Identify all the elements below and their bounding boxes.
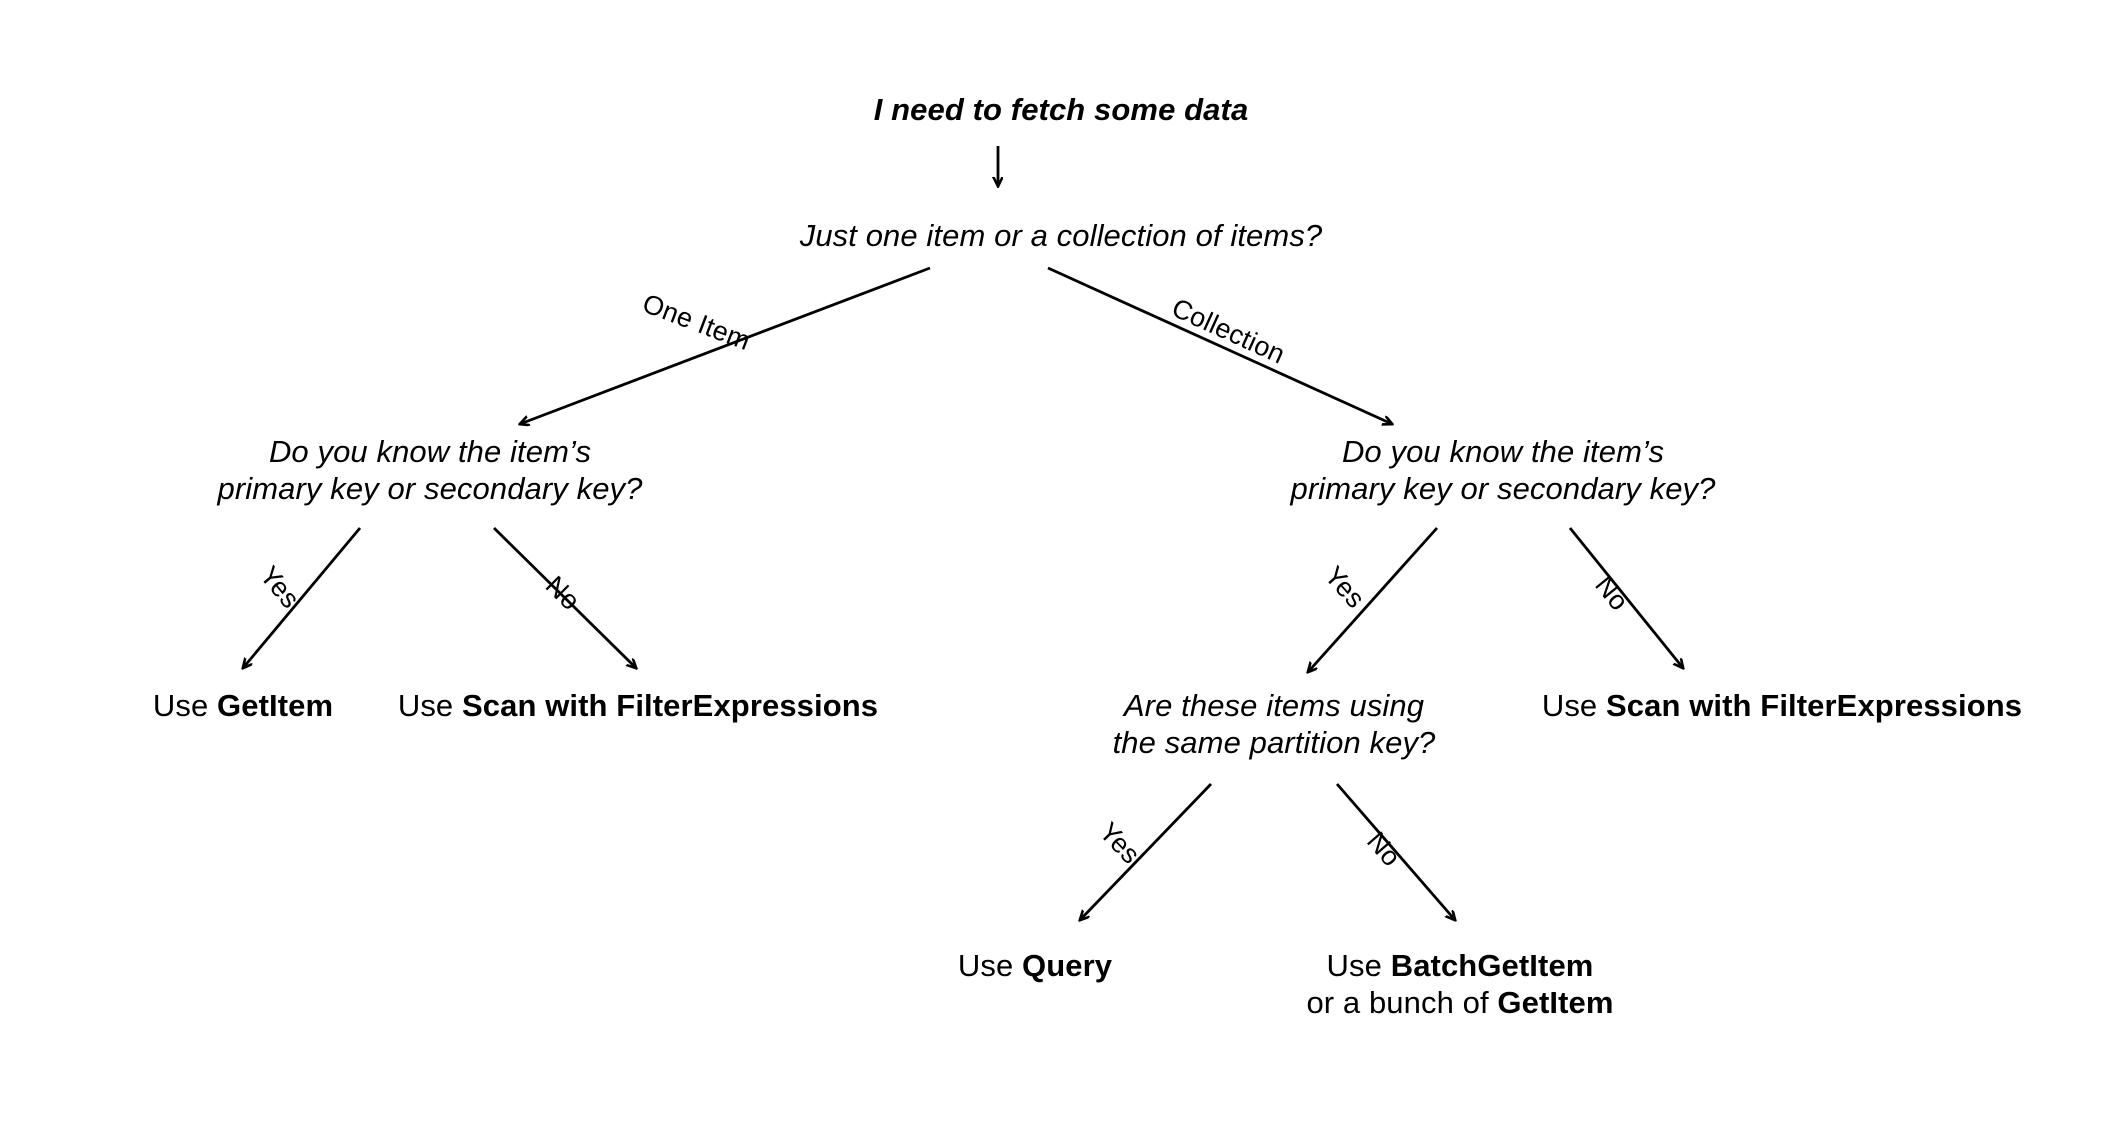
node-question-right-key-line1: Do you know the item’s — [1341, 434, 1665, 469]
node-leaf-getitem-prefix: Use — [152, 688, 218, 723]
node-question-partition-key-line2: the same partition key? — [1112, 724, 1436, 760]
node-root: I need to fetch some data — [0, 92, 2122, 129]
node-leaf-scan-right-prefix: Use — [1541, 688, 1606, 723]
node-leaf-scan-right: Use Scan with FilterExpressions — [1482, 688, 2082, 725]
edge-label-partition-yes: Yes — [1093, 816, 1146, 870]
node-leaf-batchgetitem-line1-prefix: Use — [1326, 948, 1391, 983]
node-root-label: I need to fetch some data — [873, 92, 1249, 127]
node-leaf-batchgetitem-line2-prefix: or a bunch of — [1306, 984, 1498, 1020]
edge-label-right-yes: Yes — [1318, 560, 1371, 614]
node-leaf-scan-right-api: Scan with FilterExpressions — [1605, 688, 2023, 723]
node-question-one-or-many: Just one item or a collection of items? — [0, 218, 2122, 255]
node-question-left-key-line2: primary key or secondary key? — [217, 470, 643, 506]
node-question-one-or-many-label: Just one item or a collection of items? — [799, 218, 1323, 253]
node-leaf-scan-left: Use Scan with FilterExpressions — [348, 688, 928, 725]
node-question-partition-key-line1: Are these items using — [1123, 688, 1425, 723]
node-leaf-getitem-api: GetItem — [217, 688, 334, 723]
node-question-partition-key: Are these items using the same partition… — [974, 688, 1574, 761]
node-question-left-key: Do you know the item’s primary key or se… — [135, 434, 725, 507]
edge-label-partition-no: No — [1361, 826, 1407, 873]
edge-partition-yes — [1080, 783, 1213, 920]
edge-label-one-item: One Item — [638, 288, 755, 357]
node-leaf-batchgetitem: Use BatchGetItem or a bunch of GetItem — [1180, 948, 1740, 1021]
node-leaf-scan-left-api: Scan with FilterExpressions — [461, 688, 879, 723]
edge-label-left-yes: Yes — [253, 560, 306, 614]
edge-collection — [1047, 266, 1392, 424]
node-question-right-key: Do you know the item’s primary key or se… — [1208, 434, 1798, 507]
edge-label-left-no: No — [539, 570, 586, 617]
node-leaf-query: Use Query — [835, 948, 1235, 985]
node-leaf-query-prefix: Use — [957, 948, 1023, 983]
edge-label-collection: Collection — [1167, 292, 1290, 370]
edge-label-right-no: No — [1589, 570, 1635, 617]
node-leaf-scan-left-prefix: Use — [397, 688, 462, 723]
node-leaf-batchgetitem-line2-api: GetItem — [1497, 984, 1614, 1020]
node-question-left-key-line1: Do you know the item’s — [268, 434, 592, 469]
edge-right-yes — [1308, 527, 1439, 672]
node-leaf-batchgetitem-line1-api: BatchGetItem — [1390, 948, 1594, 983]
node-question-right-key-line2: primary key or secondary key? — [1290, 470, 1716, 506]
node-leaf-query-api: Query — [1022, 948, 1113, 983]
node-leaf-getitem: Use GetItem — [38, 688, 448, 725]
